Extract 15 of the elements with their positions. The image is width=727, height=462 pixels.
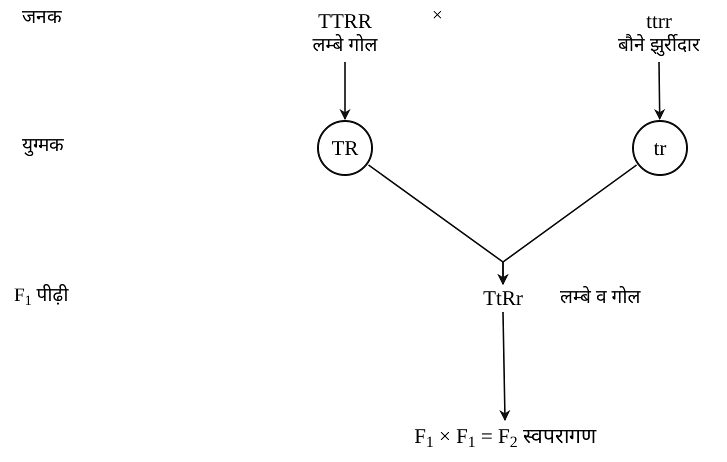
arrow [497,164,637,286]
genotype-text: ttrr [646,8,672,34]
phenotype-text: लम्बे व गोल [560,286,640,310]
arrow [339,62,351,120]
row-label: जनक [22,6,62,30]
phenotype-text: बौने झुर्रीदार [618,34,700,58]
row-label: × [432,4,443,28]
phenotype-text: लम्बे गोल [312,34,378,58]
arrow [499,312,510,422]
row-label: F$_{1}$ पीढ़ी [14,284,68,308]
row-label: युग्मक [22,134,64,158]
genotype-text: TTRR [318,8,372,34]
genotype-text: TtRr [483,284,523,312]
arrow [654,62,666,120]
genotype-text: F$_{1}$ × F$_{1}$ = F$_{2}$ स्वपरागण [414,422,596,450]
